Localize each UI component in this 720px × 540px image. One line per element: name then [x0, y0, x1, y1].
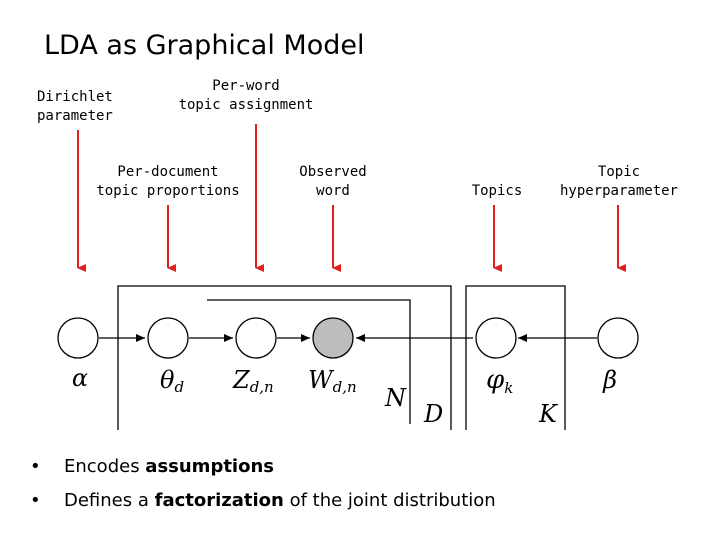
node-alpha: [57, 317, 99, 359]
label-phi-base: φ: [486, 365, 505, 395]
plate-label-d: D: [423, 400, 443, 428]
node-beta: [597, 317, 639, 359]
label-per-word-line1: Per-word: [212, 78, 279, 94]
label-w-base: W: [308, 366, 335, 394]
bullet-text-bold: assumptions: [145, 456, 274, 477]
label-observed-line2: word: [316, 183, 350, 199]
label-w: Wd,n: [308, 366, 357, 396]
label-theta: θd: [160, 366, 184, 396]
node-w-observed: [312, 317, 354, 359]
label-beta: β: [602, 366, 617, 394]
label-observed-line1: Observed: [299, 164, 366, 180]
node-theta: [147, 317, 189, 359]
plate-label-n: N: [384, 384, 407, 412]
node-z: [235, 317, 277, 359]
bullet-dot-icon: •: [30, 490, 41, 511]
label-per-document-line2: topic proportions: [96, 183, 239, 199]
label-alpha: α: [72, 364, 88, 392]
plate-d: [117, 285, 452, 430]
label-phi-sub: k: [504, 379, 513, 397]
label-per-document-line1: Per-document: [117, 164, 218, 180]
label-z: Zd,n: [232, 366, 274, 396]
label-z-sub: d,n: [250, 378, 274, 396]
bullet-dot-icon: •: [30, 456, 41, 477]
label-w-sub: d,n: [333, 378, 357, 396]
label-z-base: Z: [232, 366, 251, 394]
label-theta-base: θ: [160, 366, 175, 394]
bullet-text-bold: factorization: [154, 490, 284, 511]
bullet-text-post: of the joint distribution: [283, 490, 496, 511]
label-hyperparameter-line1: Topic: [598, 164, 640, 180]
plate-label-k: K: [538, 400, 559, 428]
bullet-text-pre: Encodes: [64, 456, 146, 477]
plate-n: [207, 299, 411, 424]
bullet-text-pre: Defines a: [64, 490, 155, 511]
plate-k: [465, 285, 566, 430]
label-dirichlet-line2: parameter: [37, 108, 113, 124]
label-hyperparameter-line2: hyperparameter: [560, 183, 678, 199]
label-dirichlet-line1: Dirichlet: [37, 89, 113, 105]
node-phi: [475, 317, 517, 359]
slide-title: LDA as Graphical Model: [44, 30, 365, 61]
label-theta-sub: d: [174, 378, 184, 396]
bullet-list: • Encodes assumptions • Defines a factoriz…: [30, 450, 496, 518]
bullet-item: • Defines a factorization of the joint di…: [30, 484, 496, 518]
label-topics: Topics: [472, 183, 523, 199]
label-phi: φk: [486, 365, 513, 397]
label-per-word-line2: topic assignment: [179, 97, 314, 113]
bullet-item: • Encodes assumptions: [30, 450, 496, 484]
